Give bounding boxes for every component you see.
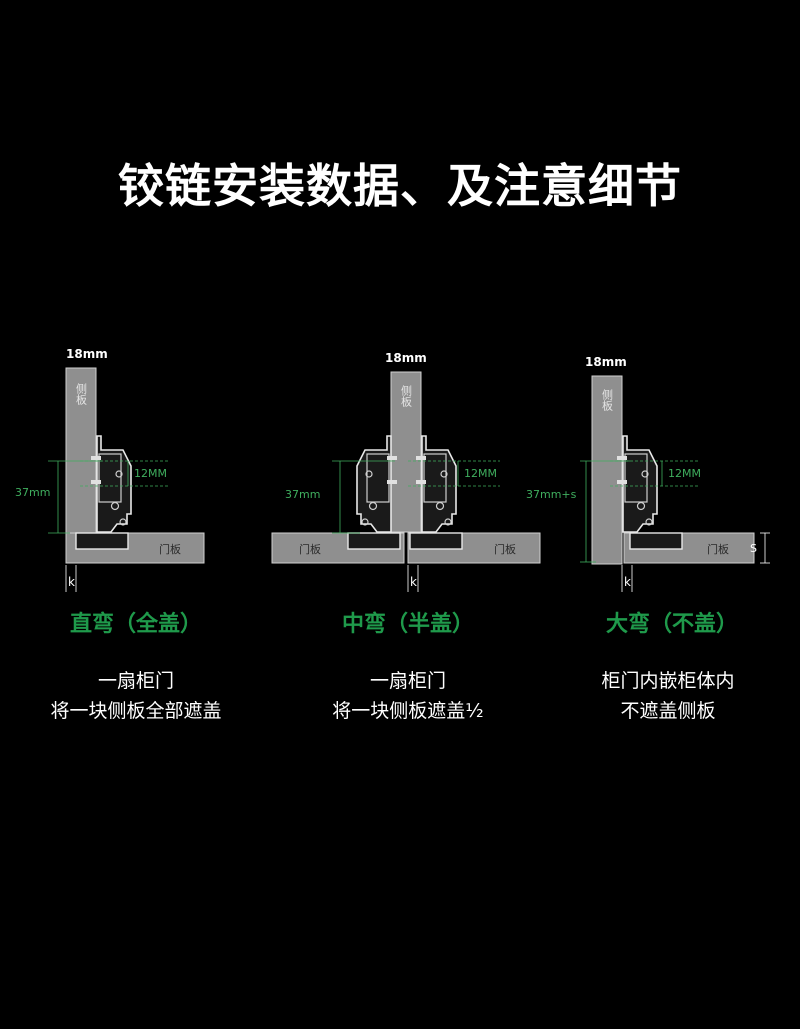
hinge-cup [629, 532, 683, 550]
side-panel-label: 侧板 [601, 389, 614, 412]
k-label: k [410, 575, 417, 589]
description-full-overlay: 一扇柜门 将一块侧板全部遮盖 [6, 666, 266, 726]
hinge-left-icon [357, 436, 397, 532]
page-title: 铰链安装数据、及注意细节 [118, 159, 682, 213]
height-label: 37mm [15, 486, 50, 499]
offset-label: 12MM [464, 467, 497, 480]
description-line-2: 将一块侧板遮盖½ [332, 700, 484, 722]
hinge-cup [409, 532, 463, 550]
side-panel [591, 375, 623, 565]
door-panel-label: 门板 [494, 542, 516, 556]
description-half-overlay: 一扇柜门 将一块侧板遮盖½ [278, 666, 538, 726]
hinge-cup [75, 532, 129, 550]
left-door-panel-label: 门板 [299, 542, 321, 556]
door-panel-label: 门板 [159, 542, 181, 556]
diagram-half-overlay: 18mm 侧板 门板 门板 37mm 12MM k [271, 351, 541, 592]
k-label: k [68, 575, 75, 589]
height-label: 37mm+s [526, 488, 577, 501]
diagram-inset: 18mm 侧板 门板 37mm+s 12MM S k [526, 355, 770, 592]
hinge-icon [616, 435, 658, 533]
description-line-2: 不遮盖侧板 [620, 700, 716, 722]
description-inset: 柜门内嵌柜体内 不遮盖侧板 [538, 666, 798, 726]
description-line-1: 一扇柜门 [97, 670, 174, 692]
description-line-1: 一扇柜门 [369, 670, 446, 692]
description-line-2: 将一块侧板全部遮盖 [50, 700, 222, 722]
side-panel [65, 367, 97, 534]
side-panel-label: 侧板 [400, 385, 413, 408]
s-label: S [750, 542, 757, 555]
k-label: k [624, 575, 631, 589]
variant-name-full-overlay: 直弯（全盖） [69, 612, 202, 637]
thickness-label: 18mm [66, 347, 108, 361]
thickness-label: 18mm [385, 351, 427, 365]
offset-label: 12MM [668, 467, 701, 480]
variant-name-inset: 大弯（不盖） [605, 612, 738, 637]
door-panel-label: 门板 [707, 542, 729, 556]
hinge-icon [90, 435, 132, 533]
variant-name-half-overlay: 中弯（半盖） [341, 612, 474, 637]
description-line-1: 柜门内嵌柜体内 [601, 670, 735, 692]
diagram-full-overlay: 18mm 侧板 门板 37mm 12MM k [15, 347, 205, 592]
offset-label: 12MM [134, 467, 167, 480]
height-label: 37mm [285, 488, 320, 501]
hinge-cup [347, 532, 401, 550]
hinge-right-icon [415, 435, 457, 533]
side-panel-label: 侧板 [75, 383, 88, 406]
thickness-label: 18mm [585, 355, 627, 369]
